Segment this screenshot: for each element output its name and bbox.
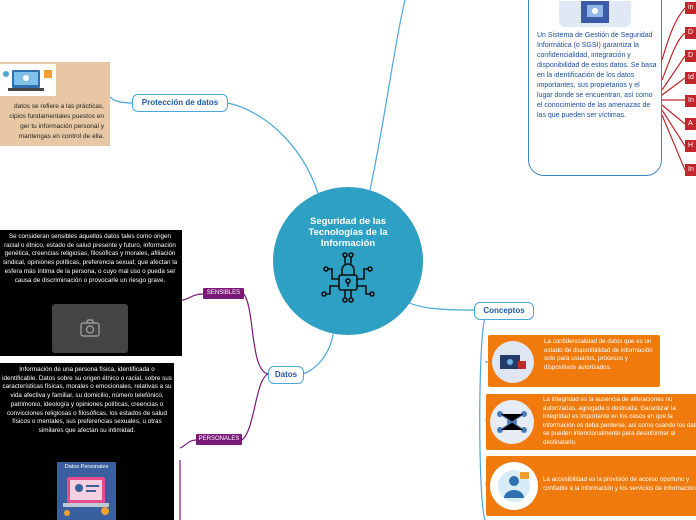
red-tab-8[interactable]: In	[685, 164, 696, 176]
image-placeholder	[52, 304, 128, 353]
lock-circuit-icon	[321, 252, 375, 303]
camera-icon	[80, 319, 100, 337]
red-tab-2[interactable]: D	[685, 27, 696, 39]
sensibles-card[interactable]: Se consideran sensibles aquellos datos t…	[0, 230, 182, 356]
accesibilidad-text: La accesibilidad es la provisión de acce…	[543, 476, 696, 492]
red-tab-4[interactable]: Id	[685, 72, 696, 84]
sgsi-text: Un Sistema de Gestión de Seguridad Infor…	[537, 32, 657, 119]
confidencialidad-text: La confidencialidad de datos que es un e…	[544, 338, 653, 371]
confidencialidad-image	[492, 341, 534, 383]
node-proteccion-datos[interactable]: Protección de datos	[132, 94, 228, 112]
red-tab-6[interactable]: A	[685, 118, 696, 130]
sensibles-text: Se consideran sensibles aquellos datos t…	[2, 233, 178, 284]
tag-personales[interactable]: PERSONALES	[196, 434, 242, 445]
data-protection-icon	[0, 64, 56, 96]
integrity-network-icon	[497, 411, 527, 433]
node-datos[interactable]: Datos	[268, 366, 304, 384]
sgsi-card[interactable]: Un Sistema de Gestión de Seguridad Infor…	[528, 0, 662, 176]
tag-sensibles[interactable]: SENSIBLES	[203, 288, 244, 299]
personales-text: Información de una persona física, ident…	[2, 366, 172, 434]
security-screen-icon	[581, 1, 609, 23]
personal-data-image: Datos Personales	[57, 462, 116, 520]
red-tab-1[interactable]: in	[685, 2, 696, 14]
sgsi-image	[559, 1, 631, 27]
red-tab-5[interactable]: In	[685, 95, 696, 107]
red-tab-7[interactable]: H	[685, 140, 696, 152]
proteccion-card[interactable]: datos se refiere a las prácticas, cipios…	[0, 62, 110, 146]
personal-data-laptop-icon	[63, 477, 109, 516]
confidencialidad-card[interactable]: La confidencialidad de datos que es un e…	[488, 335, 660, 387]
personales-card[interactable]: Información de una persona física, ident…	[0, 363, 174, 520]
data-security-icon	[500, 355, 526, 369]
access-user-icon	[498, 470, 530, 502]
node-conceptos[interactable]: Conceptos	[474, 302, 534, 320]
accesibilidad-card[interactable]: La accesibilidad es la provisión de acce…	[486, 456, 696, 516]
integridad-text: La integridad es la ausencia de alteraci…	[543, 396, 696, 446]
accesibilidad-image	[490, 462, 538, 510]
integridad-card[interactable]: La integridad es la ausencia de alteraci…	[486, 394, 696, 450]
central-title: Seguridad de las Tecnologías de la Infor…	[308, 216, 388, 249]
red-tab-3[interactable]: D	[685, 50, 696, 62]
proteccion-text: datos se refiere a las prácticas, cipios…	[9, 103, 104, 140]
personal-data-image-label: Datos Personales	[64, 464, 109, 470]
integridad-image	[490, 400, 534, 444]
central-topic[interactable]: Seguridad de las Tecnologías de la Infor…	[273, 187, 423, 335]
